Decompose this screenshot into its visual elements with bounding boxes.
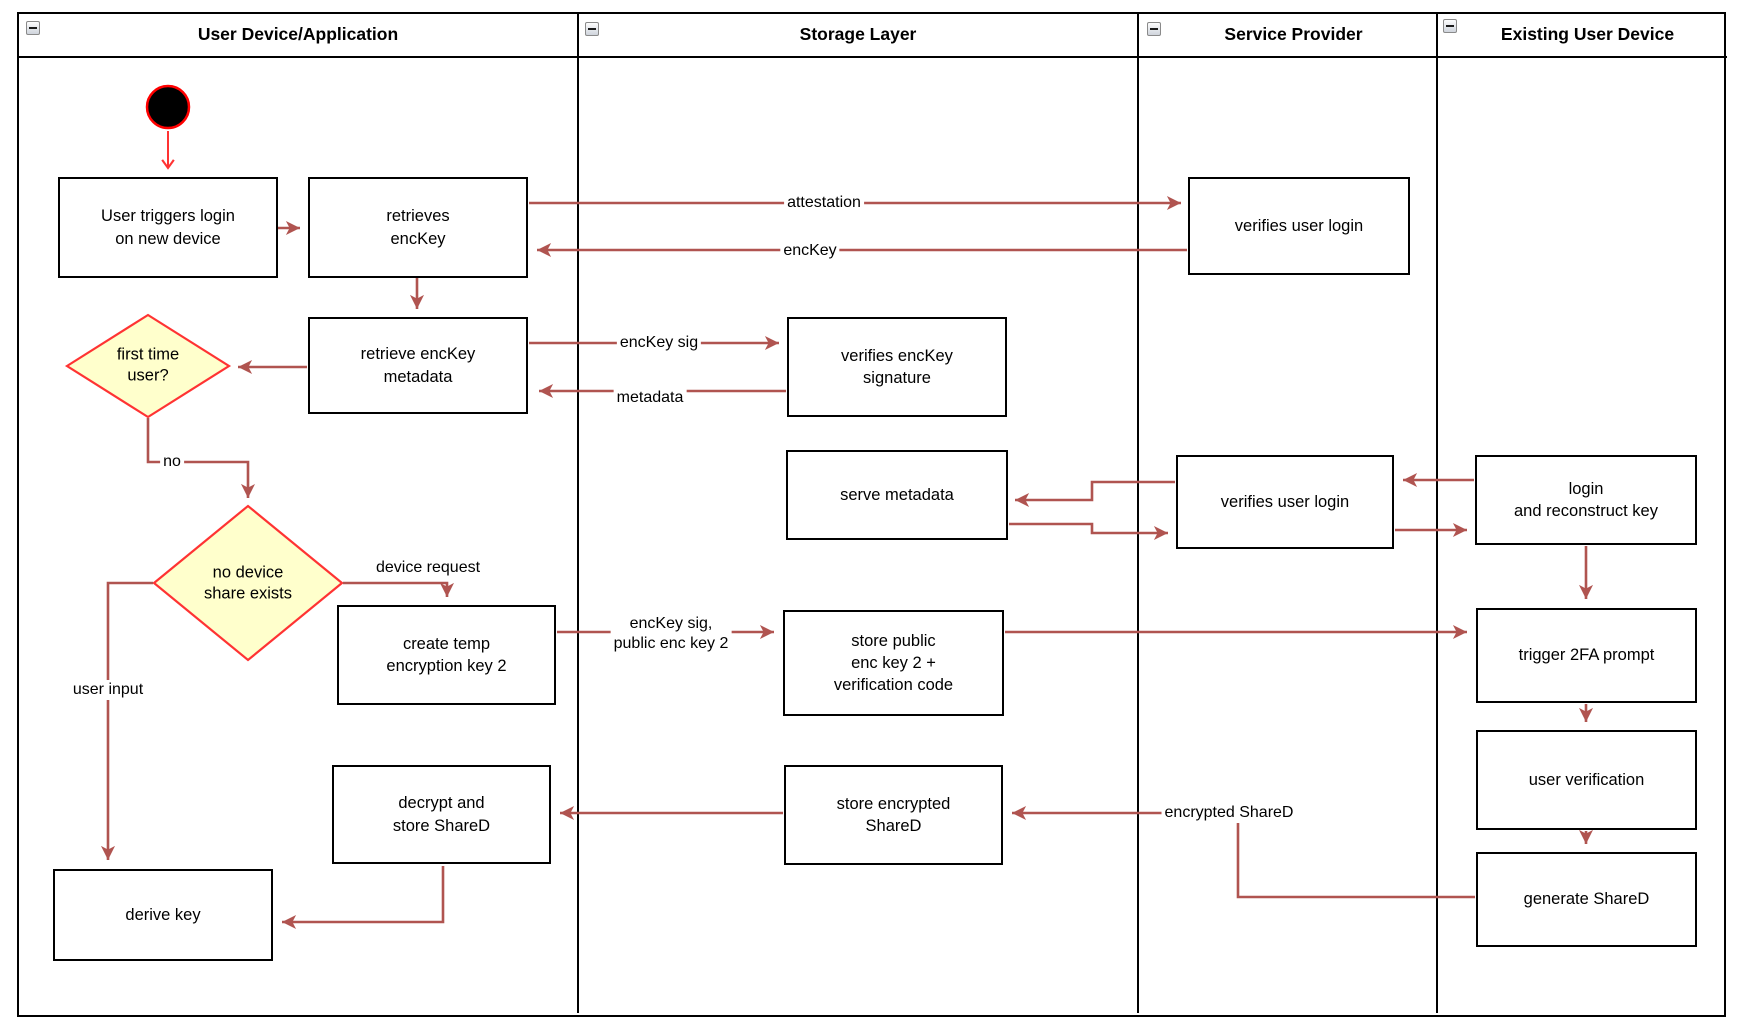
edge-label-enckey-sig: encKey sig <box>616 333 702 353</box>
node-verifies-user-login-1[interactable]: verifies user login <box>1188 177 1410 275</box>
lane-divider-2 <box>1137 12 1139 1013</box>
edge-label-device-request: device request <box>375 559 481 576</box>
node-login-and-reconstruct-key[interactable]: login and reconstruct key <box>1475 455 1697 545</box>
lane-title-existing-user-device: Existing User Device <box>1500 24 1675 44</box>
lane-header-divider <box>17 56 1727 58</box>
node-user-verification[interactable]: user verification <box>1476 730 1697 830</box>
edge-encrypted-shared <box>1011 805 1475 899</box>
lane-title-user-device: User Device/Application <box>197 24 399 44</box>
edge-device-request <box>343 581 455 597</box>
edge-no-branch <box>146 418 256 498</box>
decision-label-first-time-user: first time user? <box>116 345 180 385</box>
lane-title-service-provider: Service Provider <box>1224 24 1363 44</box>
swimlane-frame <box>17 12 1726 1017</box>
lane-divider-1 <box>577 12 579 1013</box>
edge-verify2-to-serve <box>1014 480 1175 508</box>
edge-label-encrypted-shared: encrypted ShareD <box>1161 803 1297 823</box>
collapse-icon[interactable] <box>585 22 599 36</box>
edge-decrypt-to-derive <box>282 866 445 930</box>
collapse-icon[interactable] <box>1443 19 1457 33</box>
edge-label-enckey: encKey <box>780 241 840 261</box>
node-create-temp-encryption-key-2[interactable]: create temp encryption key 2 <box>337 605 556 705</box>
node-decrypt-and-store-shared[interactable]: decrypt and store ShareD <box>332 765 551 864</box>
node-store-public-enc-key-2[interactable]: store public enc key 2 + verification co… <box>783 610 1004 716</box>
edge-label-no: no <box>160 452 184 472</box>
decision-first-time-user[interactable] <box>64 313 232 419</box>
node-derive-key[interactable]: derive key <box>53 869 273 961</box>
node-retrieve-enckey-metadata[interactable]: retrieve encKey metadata <box>308 317 528 414</box>
edge-serve-to-verify2 <box>1009 522 1168 541</box>
node-serve-metadata[interactable]: serve metadata <box>786 450 1008 540</box>
collapse-icon[interactable] <box>1147 22 1161 36</box>
node-store-encrypted-shared[interactable]: store encrypted ShareD <box>784 765 1003 865</box>
lane-divider-3 <box>1436 12 1438 1013</box>
decision-label-no-device-share: no device share exists <box>203 563 293 603</box>
node-retrieves-enckey[interactable]: retrieves encKey <box>308 177 528 278</box>
node-user-triggers-login[interactable]: User triggers login on new device <box>58 177 278 278</box>
decision-no-device-share[interactable] <box>152 504 344 662</box>
start-node[interactable] <box>145 84 191 130</box>
edge-user-input <box>100 581 153 860</box>
edge-label-attestation: attestation <box>784 193 864 213</box>
lane-title-storage-layer: Storage Layer <box>799 24 917 44</box>
node-verifies-user-login-2[interactable]: verifies user login <box>1176 455 1394 549</box>
edge-label-metadata: metadata <box>613 388 687 408</box>
collapse-icon[interactable] <box>26 21 40 35</box>
edge-label-user-input: user input <box>69 680 147 700</box>
edge-label-enckey-sig-public: encKey sig, public enc key 2 <box>610 614 732 654</box>
node-verifies-enckey-signature[interactable]: verifies encKey signature <box>787 317 1007 417</box>
node-trigger-2fa-prompt[interactable]: trigger 2FA prompt <box>1476 608 1697 703</box>
node-generate-shared[interactable]: generate ShareD <box>1476 852 1697 947</box>
